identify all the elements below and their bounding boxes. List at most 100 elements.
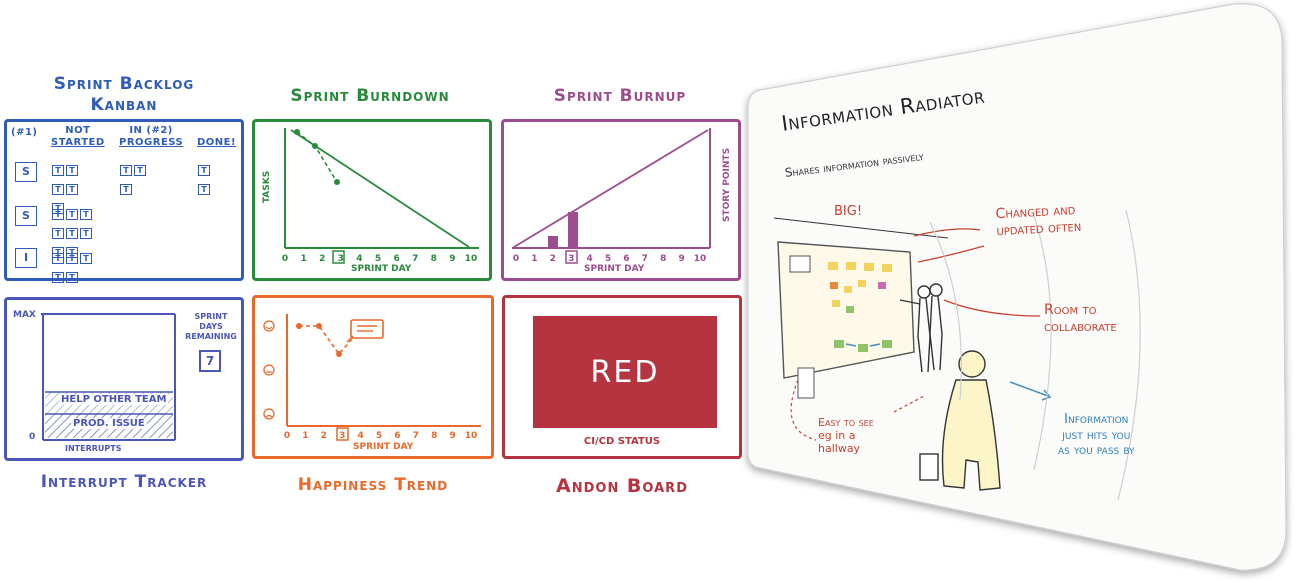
burnup-bar bbox=[568, 212, 578, 248]
kanban-done-tasks: T T bbox=[197, 158, 217, 196]
x-tick-label: 0 bbox=[284, 431, 290, 441]
x-tick-label: 4 bbox=[357, 431, 363, 441]
interrupt-title: Interrupt Tracker bbox=[40, 472, 208, 492]
task-card: T bbox=[52, 203, 64, 214]
x-tick-label: 7 bbox=[642, 254, 648, 264]
interrupt-days-value: 7 bbox=[199, 350, 221, 372]
task-card: T bbox=[80, 209, 92, 220]
burndown-point bbox=[312, 143, 318, 149]
happy-face-icon bbox=[263, 320, 275, 332]
x-tick-label: 8 bbox=[431, 431, 437, 441]
radiator-note-info-line1: Information bbox=[1064, 412, 1129, 427]
burnup-target-line bbox=[513, 129, 709, 248]
happiness-highlight-day-box bbox=[336, 427, 349, 441]
interrupt-xlabel: Interrupts bbox=[65, 444, 122, 453]
task-card: T bbox=[80, 228, 92, 239]
interrupt-band-prod-label: Prod. Issue bbox=[71, 418, 147, 429]
radiator-note-info: Information just hits you as you pass by bbox=[1058, 412, 1135, 459]
andon-status-text: RED bbox=[590, 354, 660, 390]
radiator-note-room-line1: Room to bbox=[1044, 302, 1097, 318]
radiator-note-info-line2: just hits you bbox=[1062, 427, 1131, 443]
task-card: T bbox=[66, 209, 78, 220]
x-tick-label: 2 bbox=[550, 254, 556, 264]
neutral-face-icon bbox=[263, 364, 275, 376]
kanban-title-line1: Sprint Backlog bbox=[53, 74, 195, 94]
happiness-point bbox=[296, 323, 302, 329]
interrupt-panel: Max 0 Help Other Team Prod. Issue Interr… bbox=[4, 297, 244, 461]
burndown-point bbox=[294, 129, 300, 135]
x-tick-label: 3 bbox=[339, 431, 345, 441]
x-tick-label: 3 bbox=[338, 254, 344, 264]
burndown-title: Sprint Burndown bbox=[290, 86, 450, 106]
interrupt-days-line3: Remaining bbox=[185, 332, 237, 341]
task-card: T bbox=[80, 253, 92, 264]
x-tick-label: 5 bbox=[375, 254, 381, 264]
interrupt-days-line1: Sprint bbox=[194, 312, 228, 321]
x-tick-label: 10 bbox=[694, 254, 707, 264]
task-card: T bbox=[198, 165, 210, 176]
comment-icon bbox=[346, 319, 384, 343]
task-card: T bbox=[120, 165, 132, 176]
kanban-col-priority: (#1) bbox=[11, 127, 38, 138]
kanban-title: Sprint Backlog Kanban bbox=[8, 74, 240, 116]
burndown-highlight-day-box bbox=[332, 250, 345, 264]
interrupt-max-label: Max bbox=[13, 310, 36, 320]
burnup-bar bbox=[548, 236, 558, 248]
whiteboard-illustration bbox=[777, 241, 915, 399]
x-tick-label: 3 bbox=[568, 254, 574, 264]
andon-caption: CI/CD Status bbox=[583, 436, 661, 447]
burndown-ideal-line bbox=[290, 129, 470, 248]
x-tick-label: 6 bbox=[394, 431, 400, 441]
radiator-note-easy-line1: Easy to see bbox=[818, 416, 874, 429]
burnup-xlabel: Sprint Day bbox=[584, 264, 645, 274]
kanban-col-in-progress-line2: Progress bbox=[119, 137, 184, 148]
kanban-col-done: Done! bbox=[197, 137, 237, 148]
x-tick-label: 5 bbox=[605, 254, 611, 264]
x-tick-label: 2 bbox=[319, 254, 325, 264]
kanban-col-not-started: Not Started bbox=[51, 125, 105, 149]
radiator-note-easy-line3: hallway bbox=[818, 442, 861, 456]
interrupt-band-help-label: Help Other Team bbox=[59, 394, 169, 405]
x-tick-label: 9 bbox=[678, 254, 684, 264]
x-tick-label: 0 bbox=[282, 254, 288, 264]
task-card: T bbox=[66, 247, 78, 258]
x-tick-label: 0 bbox=[513, 254, 519, 264]
happiness-line bbox=[299, 325, 354, 356]
x-tick-label: 9 bbox=[449, 431, 455, 441]
x-tick-label: 4 bbox=[586, 254, 592, 264]
burnup-highlight-day-box bbox=[565, 250, 578, 264]
task-card: T bbox=[134, 165, 146, 176]
task-card: T bbox=[66, 228, 78, 239]
kanban-story-card: S bbox=[15, 162, 37, 182]
kanban-story-card: I bbox=[15, 248, 37, 268]
radiator-note-room: Room to collaborate bbox=[1044, 302, 1117, 336]
kanban-story-card: S bbox=[15, 206, 37, 226]
x-tick-label: 7 bbox=[412, 254, 418, 264]
happiness-xlabel: Sprint Day bbox=[353, 442, 414, 452]
task-card: T bbox=[198, 184, 210, 195]
happiness-point bbox=[316, 323, 322, 329]
x-tick-label: 1 bbox=[531, 254, 537, 264]
x-tick-label: 6 bbox=[393, 254, 399, 264]
burndown-xlabel: Sprint Day bbox=[351, 264, 412, 274]
task-card: T bbox=[66, 272, 78, 283]
happiness-title: Happiness Trend bbox=[297, 475, 449, 495]
radiator-note-room-line2: collaborate bbox=[1044, 318, 1117, 335]
radiator-big-label: BIG! bbox=[834, 204, 863, 219]
task-card: T bbox=[52, 247, 64, 258]
sad-face-icon bbox=[263, 408, 275, 420]
burnup-ylabel: Story Points bbox=[722, 147, 733, 223]
andon-panel: RED CI/CD Status bbox=[502, 295, 742, 459]
task-card: T bbox=[66, 184, 78, 195]
happiness-point bbox=[336, 351, 342, 357]
task-card: T bbox=[52, 272, 64, 283]
x-tick-label: 1 bbox=[300, 254, 306, 264]
